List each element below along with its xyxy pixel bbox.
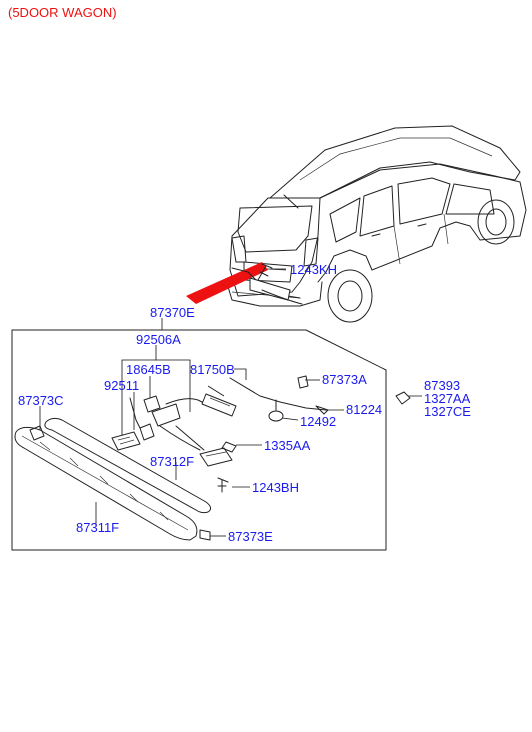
- label-1327CE: 1327CE: [424, 404, 471, 419]
- leader-lines: [39, 268, 422, 537]
- molding-part: [44, 417, 212, 514]
- label-92506A: 92506A: [136, 332, 181, 347]
- label-1335AA: 1335AA: [264, 438, 311, 453]
- license-lamp-right: [199, 447, 233, 467]
- license-lamp-left: [111, 431, 141, 451]
- harness-part: [315, 405, 329, 415]
- label-87370E: 87370E: [150, 305, 195, 320]
- screw-part: [221, 441, 237, 453]
- bulb-part: [143, 395, 181, 427]
- label-87373C: 87373C: [18, 393, 64, 408]
- label-12492: 12492: [300, 414, 336, 429]
- clip-c-part: [29, 425, 45, 441]
- label-18645B: 18645B: [126, 362, 171, 377]
- bolt-bottom-part: [217, 477, 229, 493]
- label-92511: 92511: [104, 378, 139, 393]
- switch-part: [201, 393, 237, 417]
- label-87373E: 87373E: [228, 529, 273, 544]
- bolt-top-part: [257, 263, 273, 281]
- label-1327AA: 1327AA: [424, 391, 471, 406]
- clip-e-part: [199, 529, 211, 541]
- socket-part: [129, 397, 155, 441]
- label-1243BH: 1243BH: [252, 480, 299, 495]
- label-87311F: 87311F: [76, 520, 119, 535]
- label-87373A: 87373A: [322, 372, 367, 387]
- grommet-part: [268, 399, 284, 422]
- clip-a-part: [297, 375, 309, 389]
- bracket-part: [229, 267, 327, 411]
- label-81750B: 81750B: [190, 362, 235, 377]
- label-81224: 81224: [346, 402, 382, 417]
- nut-part: [395, 391, 411, 405]
- garnish-part: [14, 426, 198, 541]
- parts-frame: [11, 329, 387, 551]
- label-87393: 87393: [424, 378, 460, 393]
- label-1243KH: 1243KH: [290, 262, 337, 277]
- car-illustration: [225, 125, 527, 323]
- red-pointer-arrow: [186, 262, 268, 304]
- diagram-caption: (5DOOR WAGON): [8, 5, 117, 20]
- wiring-part: [159, 398, 207, 451]
- label-87312F: 87312F: [150, 454, 194, 469]
